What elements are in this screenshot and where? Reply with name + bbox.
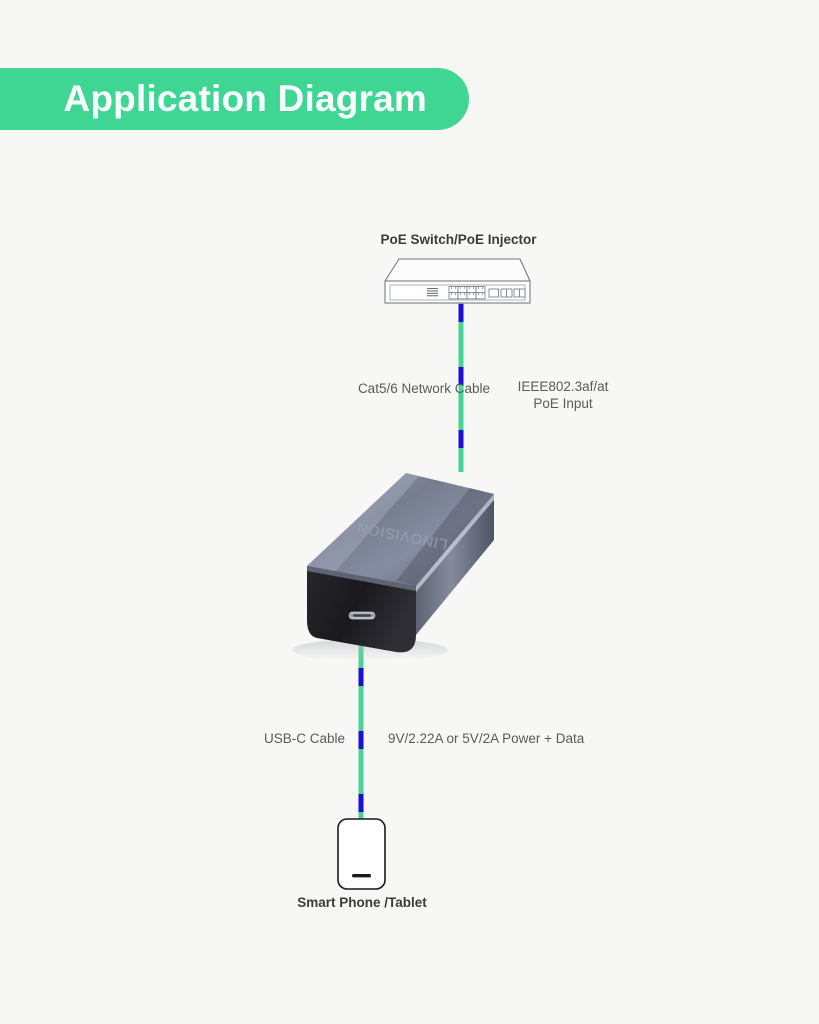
network-switch-icon [384,258,531,304]
page-header-banner: Application Diagram [0,68,469,130]
page-title: Application Diagram [63,78,427,119]
switch-label: PoE Switch/PoE Injector [380,232,537,247]
usbc-cable-right-label: 9V/2.22A or 5V/2A Power + Data [388,731,585,746]
usb-c-port-icon [348,611,376,620]
switch-rj45-ports [448,286,486,300]
usbc-cable-left-label: USB-C Cable [263,731,345,746]
phone-label: Smart Phone /Tablet [297,895,427,910]
switch-uplink-ports [488,288,526,298]
poe-splitter-device-icon: LINOVISION [292,473,494,661]
switch-led-grid [427,288,438,297]
smartphone-icon [337,818,386,890]
ethernet-cable-right-label: IEEE802.3af/at PoE Input [517,379,609,411]
device-brand-text: LINOVISION [355,518,449,552]
ethernet-cable-left-label: Cat5/6 Network Cable [357,381,490,396]
